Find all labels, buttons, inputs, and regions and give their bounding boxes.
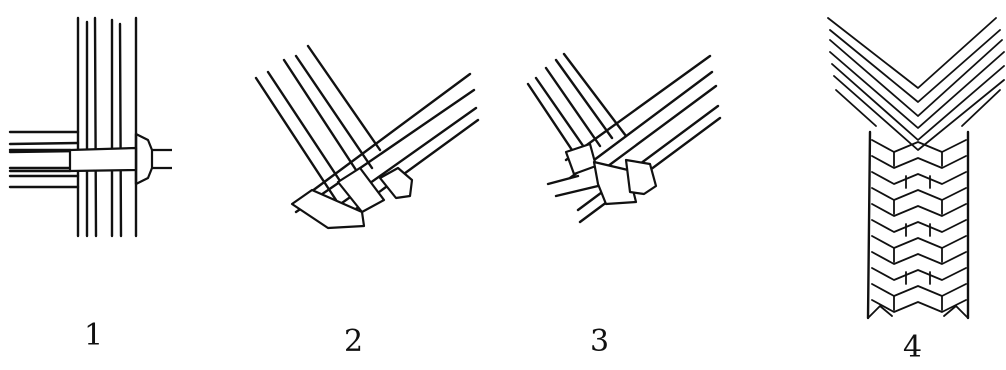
step-2-label: 2 xyxy=(344,324,363,359)
step-3-label: 3 xyxy=(590,324,609,359)
step-3-drawing xyxy=(528,54,720,222)
step-4-label: 4 xyxy=(903,330,922,365)
step-1-label: 1 xyxy=(84,318,103,353)
step-1-drawing xyxy=(10,18,172,236)
step-4-drawing xyxy=(828,18,1004,318)
step-2-drawing xyxy=(256,46,478,228)
